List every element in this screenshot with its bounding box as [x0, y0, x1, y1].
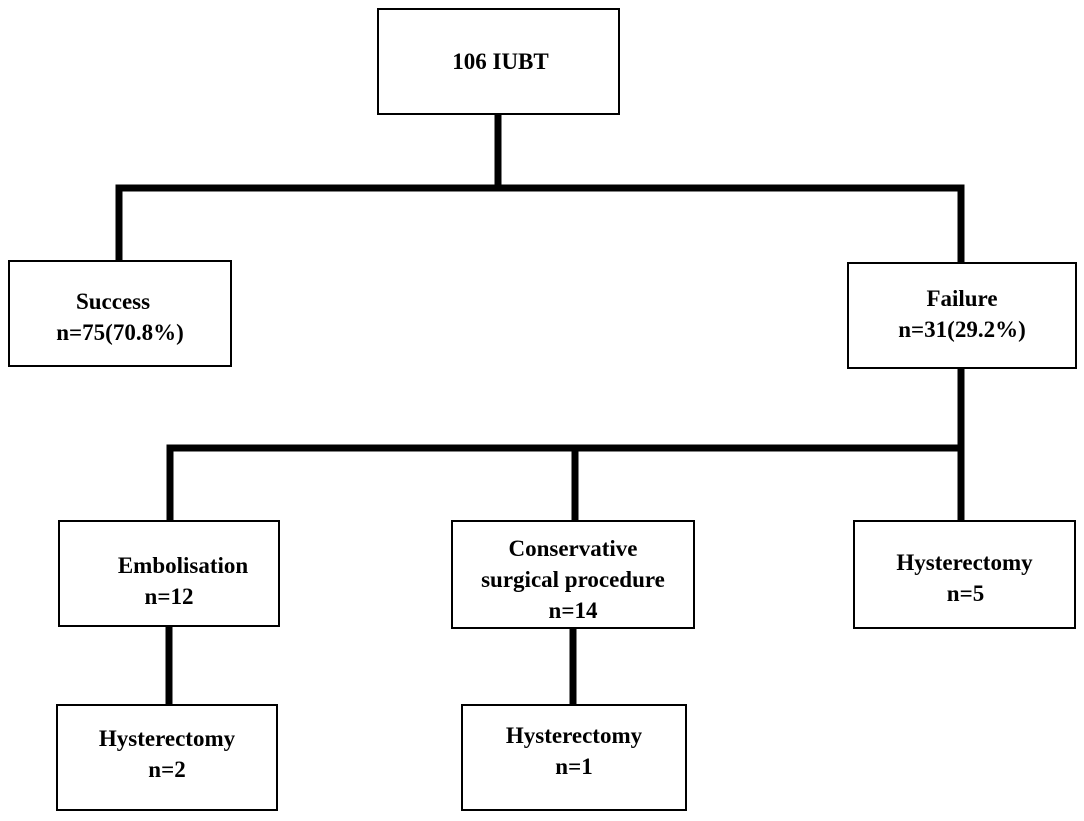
conservative-surgery-node-title-line2: surgical procedure — [481, 567, 665, 592]
hysterectomy-node-box: Hysterectomy n=5 — [853, 520, 1076, 629]
success-node-count: n=75(70.8%) — [56, 320, 184, 345]
embolisation-node-box: Embolisation n=12 — [58, 520, 280, 627]
connector-root-to-outcomes — [115, 115, 965, 262]
post-embolisation-hysterectomy-count: n=2 — [148, 757, 186, 782]
embolisation-node-title: Embolisation — [117, 553, 249, 578]
root-node-label: 106 IUBT — [452, 49, 549, 74]
post-conservative-hysterectomy-title: Hysterectomy — [505, 723, 643, 748]
post-conservative-hysterectomy-count: n=1 — [555, 754, 593, 779]
connector-failure-to-branches — [166, 369, 965, 520]
post-embolisation-hysterectomy-node-box: Hysterectomy n=2 — [56, 704, 278, 811]
hysterectomy-node-count: n=5 — [946, 581, 985, 606]
failure-node-title: Failure — [926, 286, 998, 311]
conservative-surgery-node-count: n=14 — [548, 598, 598, 623]
success-node-box: Success n=75(70.8%) — [8, 260, 232, 367]
conservative-surgery-node-box: Conservative surgical procedure n=14 — [451, 520, 695, 629]
failure-node-box: Failure n=31(29.2%) — [847, 262, 1077, 369]
embolisation-node-count: n=12 — [144, 584, 194, 609]
success-node-title: Success — [75, 289, 151, 314]
post-embolisation-hysterectomy-title: Hysterectomy — [98, 726, 236, 751]
root-node-box: 106 IUBT — [377, 8, 620, 115]
conservative-surgery-node-title-line1: Conservative — [508, 536, 638, 561]
failure-node-count: n=31(29.2%) — [898, 317, 1026, 342]
hysterectomy-node-title: Hysterectomy — [896, 550, 1033, 575]
post-conservative-hysterectomy-node-box: Hysterectomy n=1 — [461, 704, 687, 811]
